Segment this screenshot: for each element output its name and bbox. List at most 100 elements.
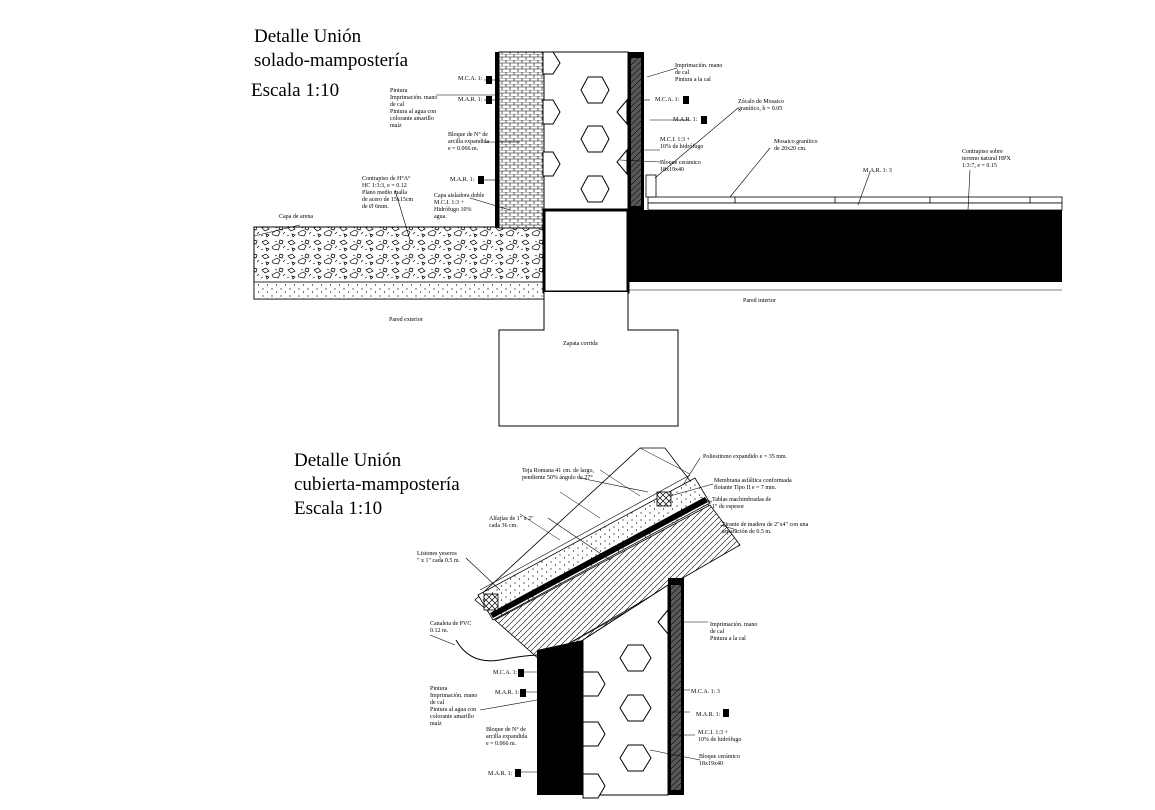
note-mca-left-2: M.C.A. 1: [493, 670, 518, 676]
note-canaleta-0: Canaleta de PVC [430, 621, 471, 627]
note-tirante-1: separación de 0.5 m. [722, 529, 772, 535]
note-zocalo-1: granítico, h = 0.05 [738, 106, 782, 112]
block-hexagons-2 [582, 608, 669, 799]
note-capa-aisladora-0: Capa aisladora doble [434, 193, 485, 199]
detail2-drawing [429, 447, 741, 799]
membrana [490, 497, 708, 618]
note-contrapiso-r-0: Contrapiso sobre [962, 149, 1003, 155]
note-contrapiso-r-2: 1:3:7, e = 0.15 [962, 163, 997, 169]
note-contrapiso-4: de Ø 6mm. [362, 204, 389, 210]
note-alfajias-1: cada 36 cm. [489, 523, 518, 529]
note-mci-right2-1: 10% de hidrófugo [698, 736, 741, 743]
detail1-scale: Escala 1:10 [251, 80, 340, 101]
mosaico-granitico [647, 196, 1063, 204]
capa-arena-exterior [253, 281, 545, 300]
note-zapata: Zapata corrida [563, 341, 598, 347]
canaleta-pvc [455, 639, 538, 662]
note-mci-right-0: M.C.I. 1:3 + [660, 137, 691, 143]
detail2-title-line2: cubierta-mampostería [294, 474, 460, 495]
note-imprimacion-0: Imprimación. mano [675, 63, 722, 69]
note-teja-0: Teja Romana 41 cm. de largo, [522, 468, 594, 474]
note-pintura-0: Pintura [390, 88, 408, 94]
note-pared-interior: Pared interior [743, 298, 776, 304]
zapata-corrida [498, 292, 679, 427]
note-bloque-ceramico-0: Bloque cerámico [660, 160, 701, 166]
note-pintura-1: Imprimación. mano [390, 95, 437, 101]
note-mca-right: M.C.A. 1: [655, 97, 680, 103]
note-bloque-ceramico2-0: Bloque cerámico [699, 754, 740, 760]
note-listones-1: " x 1" cada 0.5 m. [417, 558, 461, 564]
note-pintura2-4: colorante amarillo [430, 714, 474, 720]
note-pintura-4: colorante amarillo [390, 116, 434, 122]
note-tablas-0: Tablas machimbradas de [712, 497, 772, 503]
note-poliestireno: Poliestireno expandido e = 35 mm. [703, 454, 788, 460]
note-pintura2-1: Imprimación. mano [430, 693, 477, 699]
detail2-notes: Teja Romana 41 cm. de largo, pendiente 5… [417, 454, 809, 777]
note-bloque-ceramico2-1: 18x19x40 [699, 761, 723, 767]
note-capa-aisladora-2: Hidrófugo 10% [434, 206, 472, 213]
note-pintura-3: Pintura al agua con [390, 109, 436, 115]
note-mca-left: M.C.A. 1: [458, 76, 483, 82]
note-pintura2-0: Pintura [430, 686, 448, 692]
foundation-beam [542, 208, 630, 294]
note-bloque-arcilla-2: e = 0.066 m. [448, 146, 479, 152]
note-pared-exterior: Pared exterior [389, 317, 423, 323]
note-bloque-arcilla2-0: Bloque de N° de [486, 726, 526, 733]
contrapiso-interior [628, 210, 1062, 282]
note-pintura-5: maíz [390, 123, 402, 129]
note-pintura-2: de cal [390, 102, 404, 108]
block-hexagons [542, 51, 628, 203]
note-membrana-1: flotante Tipo II e = 7 mm. [714, 484, 777, 491]
note-contrapiso-1: HC 1:3:3, e = 0.12 [362, 183, 407, 189]
insulation-block-right [656, 491, 672, 507]
note-bloque-arcilla2-2: e = 0.066 m. [486, 741, 517, 747]
detail2-title-line1: Detalle Unión [294, 450, 402, 471]
note-mar-left: M.A.R. 1: [458, 97, 483, 103]
note-pintura2-3: Pintura al agua con [430, 707, 476, 713]
note-teja-1: pendiente 50% ángulo de 27° [522, 474, 593, 481]
note-capa-aisladora-1: M.C.I. 1:3 + [434, 200, 465, 206]
note-bloque-arcilla-1: arcilla expandida [448, 139, 489, 145]
note-mosaico-0: Mosaico granítico [774, 139, 818, 145]
render-left [495, 52, 499, 228]
note-contrapiso-0: Contrapiso de H°A° [362, 175, 411, 182]
note-mar-floor: M.A.R. 1: 3 [863, 168, 892, 174]
note-mci-right2-0: M.C.I. 1:3 + [698, 730, 729, 736]
zocalo [645, 174, 657, 198]
note-bloque-arcilla-0: Bloque de N° de [448, 131, 488, 138]
detail1-notes: M.C.A. 1: M.A.R. 1: Pintura Imprimación.… [279, 63, 1011, 347]
note-mar-left-2b: M.A.R. 1: [488, 771, 513, 777]
note-mar-left-2: M.A.R. 1: [450, 177, 475, 183]
note-capa-arena: Capa de arena [279, 214, 313, 220]
note-mci-right-1: 10% de hidrófugo [660, 143, 703, 150]
detail1-drawing [253, 51, 1063, 427]
note-contrapiso-3: de acero de 15x15cm [362, 197, 413, 203]
note-mca-right-2: M.C.A. 1: 3 [691, 689, 720, 695]
note-mosaico-1: de 20x20 cm. [774, 146, 807, 152]
detail2-scale: Escala 1:10 [294, 498, 383, 519]
insulation-block-left [483, 593, 499, 611]
note-mar-left-2a: M.A.R. 1: [495, 690, 520, 696]
note-zocalo-0: Zócalo de Mosaico [738, 99, 784, 105]
note-imprimacion2-0: Imprimación. mano [710, 622, 757, 628]
note-contrapiso-r-1: terreno natural HPX [962, 156, 1011, 162]
note-listones-0: Listones yeseros [417, 551, 457, 557]
note-pintura2-2: de cal [430, 700, 444, 706]
note-tablas-1: 1" de espesor [712, 504, 744, 510]
note-mar-right: M.A.R. 1: [673, 117, 698, 123]
brick-wall-left [498, 51, 545, 229]
note-imprimacion2-1: de cal [710, 629, 724, 635]
note-alfajias-0: Alfajías de 1" x 2" [489, 515, 534, 522]
note-canaleta-1: 0.12 m. [430, 628, 449, 634]
note-bloque-ceramico-1: 18x19x40 [660, 167, 684, 173]
tirante [494, 504, 741, 661]
note-contrapiso-2: Plano medio malla [362, 190, 407, 196]
detail1-title-line1: Detalle Unión [254, 26, 362, 47]
note-imprimacion-2: Pintura a la cal [675, 77, 711, 83]
note-pintura2-5: maíz [430, 721, 442, 727]
note-capa-aisladora-3: agua. [434, 214, 447, 220]
wall-dark-left [537, 650, 583, 795]
detail1-title-line2: solado-mampostería [254, 50, 409, 71]
note-membrana-0: Membrana asfáltica conformada [714, 477, 792, 484]
